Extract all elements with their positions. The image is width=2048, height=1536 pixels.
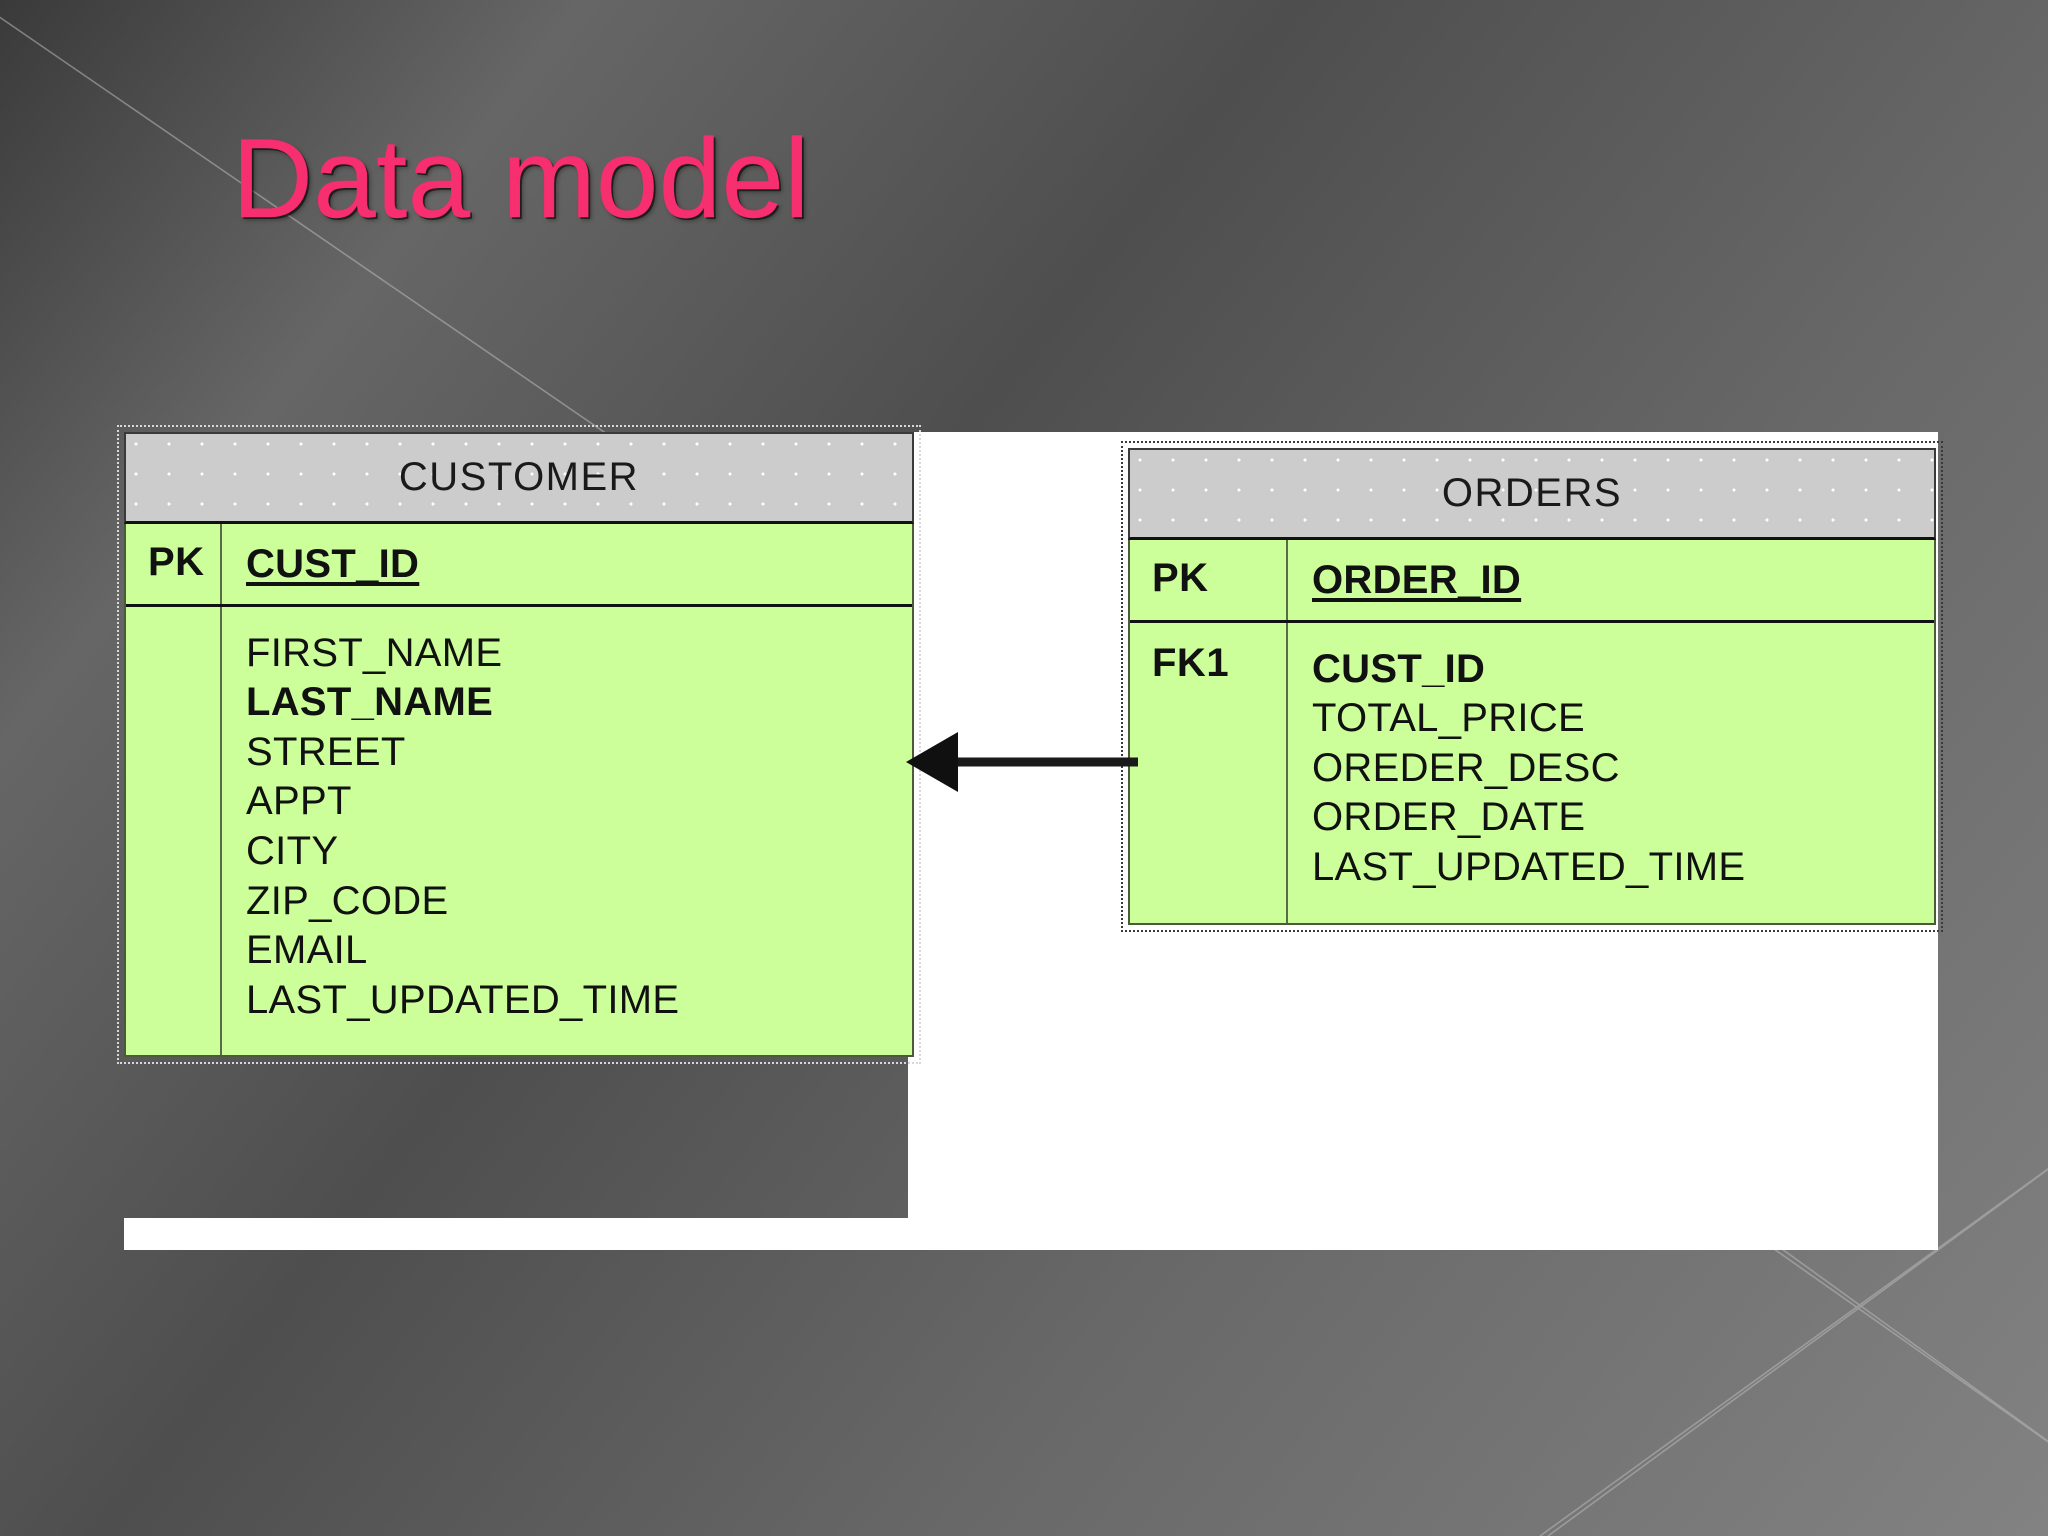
attribute-order-date: ORDER_DATE <box>1312 795 1586 840</box>
attribute-street: STREET <box>246 729 406 774</box>
entity-customer-pk-row: PK CUST_ID <box>126 524 912 607</box>
entity-customer-attribute-list: FIRST_NAME LAST_NAME STREET APPT CITY ZI… <box>222 607 912 1056</box>
attribute-last-updated-time: LAST_UPDATED_TIME <box>246 977 680 1022</box>
attribute-first-name: FIRST_NAME <box>246 630 503 675</box>
entity-customer[interactable]: CUSTOMER PK CUST_ID FIRST_NAME LAST_NAME… <box>117 425 921 1065</box>
attribute-zip-code: ZIP_CODE <box>246 878 449 923</box>
entity-orders-attribute-list: CUST_ID TOTAL_PRICE OREDER_DESC ORDER_DA… <box>1288 623 1934 923</box>
attribute-email: EMAIL <box>246 928 368 973</box>
attribute-cust-id: CUST_ID <box>246 542 420 586</box>
entity-orders-pk-label: PK <box>1130 540 1288 620</box>
diagram-canvas-extension <box>124 1218 914 1250</box>
entity-orders-attribute-row: FK1 CUST_ID TOTAL_PRICE OREDER_DESC ORDE… <box>1130 622 1934 923</box>
entity-customer-title: CUSTOMER <box>124 432 914 524</box>
entity-orders-pk-attr-cell: ORDER_ID <box>1288 540 1934 620</box>
entity-customer-attr-key-spacer <box>126 606 222 1056</box>
attribute-orders-last-updated-time: LAST_UPDATED_TIME <box>1312 844 1746 889</box>
entity-orders-body: PK ORDER_ID FK1 CUST_ID TOTAL_PRICE ORED… <box>1128 540 1936 925</box>
attribute-city: CITY <box>246 828 339 873</box>
entity-customer-pk-attr-cell: CUST_ID <box>222 524 912 604</box>
page-title: Data model <box>232 116 810 241</box>
attribute-oreder-desc: OREDER_DESC <box>1312 745 1620 790</box>
entity-orders-title: ORDERS <box>1128 448 1936 540</box>
entity-customer-pk-label: PK <box>126 524 222 604</box>
attribute-appt: APPT <box>246 779 352 824</box>
attribute-order-id: ORDER_ID <box>1312 558 1522 602</box>
attribute-orders-cust-id: CUST_ID <box>1312 646 1486 691</box>
attribute-total-price: TOTAL_PRICE <box>1312 696 1586 741</box>
entity-orders-fk-label: FK1 <box>1130 622 1288 923</box>
entity-customer-body: PK CUST_ID FIRST_NAME LAST_NAME STREET A… <box>124 524 914 1058</box>
entity-customer-attribute-row: FIRST_NAME LAST_NAME STREET APPT CITY ZI… <box>126 606 912 1056</box>
entity-orders[interactable]: ORDERS PK ORDER_ID FK1 CUST_ID TOTAL_PRI… <box>1121 441 1943 932</box>
attribute-last-name: LAST_NAME <box>246 680 494 725</box>
entity-orders-pk-row: PK ORDER_ID <box>1130 540 1934 623</box>
